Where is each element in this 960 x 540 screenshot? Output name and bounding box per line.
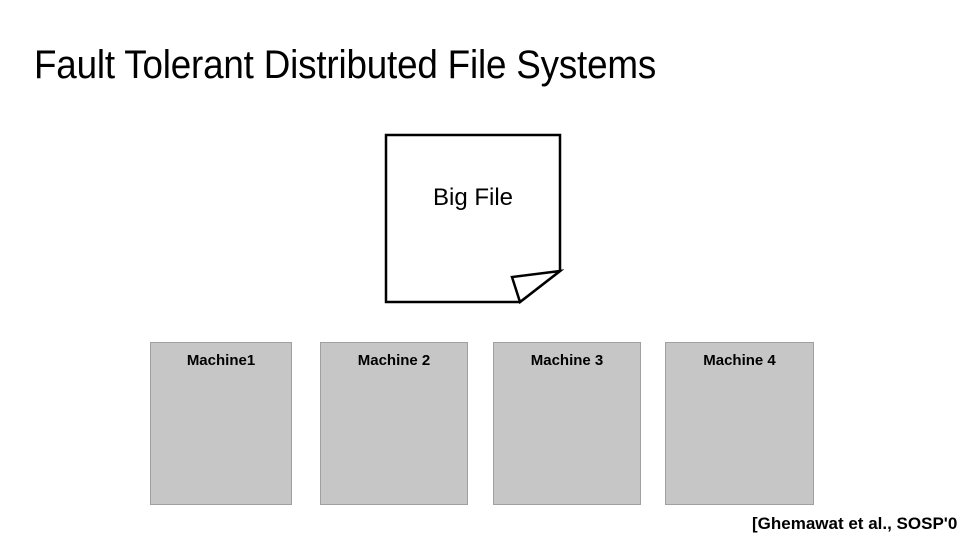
big-file-label: Big File [432, 184, 514, 211]
document-fold-corner-path [510, 269, 565, 305]
page-title: Fault Tolerant Distributed File Systems [34, 43, 657, 87]
machine-label-4: Machine 4 [703, 352, 776, 369]
machine-label-1: Machine1 [186, 352, 256, 369]
big-file-document-icon [380, 129, 570, 311]
machine-label-3: Machine 3 [530, 352, 604, 369]
machine-box-3: Machine 3 [493, 342, 641, 505]
machine-box-2: Machine 2 [320, 342, 468, 505]
machine-box-1: Machine1 [150, 342, 292, 505]
source-citation: [Ghemawat et al., SOSP'0 [752, 514, 958, 533]
machine-box-4: Machine 4 [665, 342, 814, 505]
machine-label-2: Machine 2 [357, 352, 431, 369]
